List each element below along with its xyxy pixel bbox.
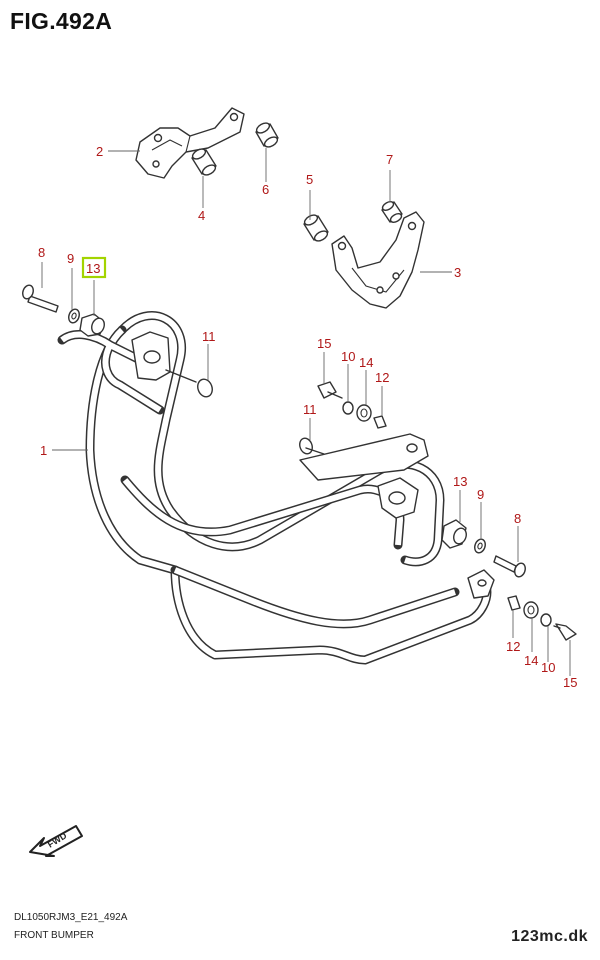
callout-8-right[interactable]: 8 bbox=[514, 511, 521, 526]
brand-watermark: 123mc.dk bbox=[511, 928, 588, 945]
washer-part-10-top[interactable] bbox=[342, 401, 354, 415]
collar-part-4[interactable] bbox=[191, 147, 217, 177]
bracket-part-2[interactable] bbox=[135, 107, 245, 179]
fwd-arrow-icon: FWD bbox=[29, 825, 83, 857]
callout-12-bottom[interactable]: 12 bbox=[506, 639, 520, 654]
model-code: DL1050RJM3_E21_492A bbox=[14, 912, 128, 923]
cushion-part-14-top[interactable] bbox=[356, 404, 372, 422]
front-bumper-part-1[interactable] bbox=[57, 311, 495, 665]
callout-13-right[interactable]: 13 bbox=[453, 474, 467, 489]
collar-part-12-top[interactable] bbox=[373, 415, 387, 429]
bolt-part-8-left[interactable] bbox=[21, 284, 59, 313]
callout-1[interactable]: 1 bbox=[40, 443, 47, 458]
bracket-part-3[interactable] bbox=[331, 211, 425, 309]
collar-part-6[interactable] bbox=[255, 121, 279, 149]
cushion-part-13-right[interactable] bbox=[441, 519, 468, 549]
leader-lines bbox=[41, 148, 571, 676]
callout-10-top[interactable]: 10 bbox=[341, 349, 355, 364]
callout-labels: 2 4 6 5 7 3 8 9 13 11 1 15 10 14 12 11 1… bbox=[38, 144, 577, 690]
collar-part-12-bottom[interactable] bbox=[507, 595, 521, 611]
callout-5[interactable]: 5 bbox=[306, 172, 313, 187]
section-name: FRONT BUMPER bbox=[14, 930, 94, 941]
callout-2[interactable]: 2 bbox=[96, 144, 103, 159]
washer-part-10-bottom[interactable] bbox=[540, 613, 552, 627]
callout-8-left[interactable]: 8 bbox=[38, 245, 45, 260]
callout-11-upper[interactable]: 11 bbox=[202, 329, 216, 344]
callout-4[interactable]: 4 bbox=[198, 208, 205, 223]
bolt-part-15-top[interactable] bbox=[317, 381, 343, 399]
washer-part-9-left[interactable] bbox=[67, 308, 81, 325]
callout-15-bottom[interactable]: 15 bbox=[563, 675, 577, 690]
callout-12-top[interactable]: 12 bbox=[375, 370, 389, 385]
callout-9-left[interactable]: 9 bbox=[67, 251, 74, 266]
callout-13-left[interactable]: 13 bbox=[86, 261, 100, 276]
bolt-part-11-mid[interactable] bbox=[298, 436, 325, 455]
bolt-part-11-upper[interactable] bbox=[165, 369, 215, 399]
callout-14-bottom[interactable]: 14 bbox=[524, 653, 538, 668]
cushion-part-13-left[interactable] bbox=[79, 313, 106, 337]
callout-9-right[interactable]: 9 bbox=[477, 487, 484, 502]
callout-15-top[interactable]: 15 bbox=[317, 336, 331, 351]
callout-14-top[interactable]: 14 bbox=[359, 355, 373, 370]
selected-callout-highlight bbox=[81, 256, 107, 279]
collar-part-7[interactable] bbox=[381, 200, 403, 224]
bolt-part-15-bottom[interactable] bbox=[553, 623, 577, 641]
callout-3[interactable]: 3 bbox=[454, 265, 461, 280]
washer-part-9-right[interactable] bbox=[473, 538, 487, 555]
figure-title: FIG.492A bbox=[10, 8, 113, 34]
bolt-part-8-right[interactable] bbox=[493, 555, 527, 578]
cushion-part-14-bottom[interactable] bbox=[523, 601, 539, 619]
collar-part-5[interactable] bbox=[303, 213, 329, 243]
callout-11-mid[interactable]: 11 bbox=[303, 402, 317, 417]
callout-6[interactable]: 6 bbox=[262, 182, 269, 197]
callout-10-bottom[interactable]: 10 bbox=[541, 660, 555, 675]
callout-7[interactable]: 7 bbox=[386, 152, 393, 167]
